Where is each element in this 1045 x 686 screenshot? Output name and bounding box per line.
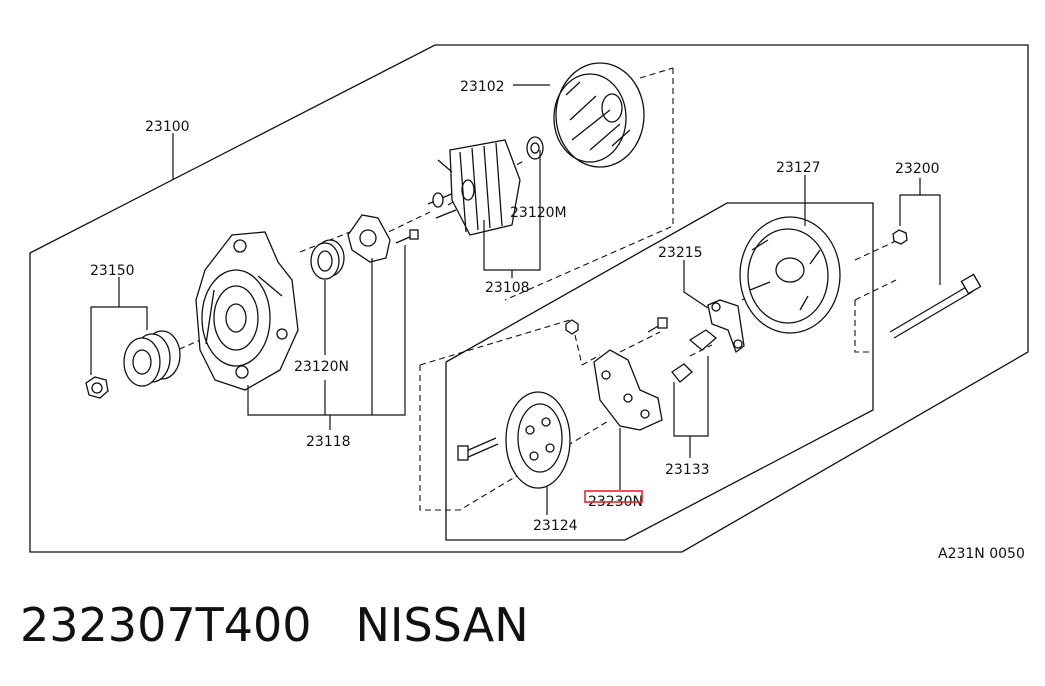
brand-name: NISSAN bbox=[355, 598, 529, 652]
retainer-screw-part bbox=[395, 229, 419, 244]
stator-part bbox=[553, 62, 645, 168]
regulator-fasteners-part bbox=[565, 317, 668, 335]
callout-23124: 23124 bbox=[533, 518, 578, 534]
part-title: 232307T400 NISSAN bbox=[20, 598, 573, 652]
front-bearing-part bbox=[310, 239, 345, 280]
rear-nut-part bbox=[892, 229, 908, 245]
callout-leader-lines bbox=[90, 84, 941, 515]
rectifier-bolt-part bbox=[457, 437, 499, 461]
callout-23100: 23100 bbox=[145, 119, 190, 135]
part-number: 232307T400 bbox=[20, 598, 312, 652]
callout-23200: 23200 bbox=[895, 161, 940, 177]
rear-bearing-part bbox=[526, 136, 544, 160]
rear-cover-part bbox=[739, 216, 841, 334]
brush-holder-part bbox=[707, 299, 745, 354]
brush-set-part bbox=[671, 329, 718, 383]
callout-23127: 23127 bbox=[776, 160, 821, 176]
callout-23150: 23150 bbox=[90, 263, 135, 279]
callout-labels: 23100 23102 23120M 23108 23150 23120N 23… bbox=[90, 79, 940, 534]
assembly-frame bbox=[29, 44, 1029, 553]
rectifier-part bbox=[505, 391, 571, 489]
callout-23108: 23108 bbox=[485, 280, 530, 296]
front-housing-part bbox=[195, 231, 299, 391]
pulley-nut-part bbox=[85, 376, 109, 399]
callout-23215: 23215 bbox=[658, 245, 703, 261]
through-bolt-part bbox=[889, 273, 982, 339]
callout-23118: 23118 bbox=[306, 434, 351, 450]
bearing-retainer-part bbox=[347, 214, 391, 263]
figure-code: A231N 0050 bbox=[938, 546, 1025, 562]
pulley-part bbox=[123, 330, 181, 387]
rotor-part bbox=[427, 139, 521, 236]
selected-part-highlight bbox=[584, 490, 643, 503]
callout-23120n: 23120N bbox=[294, 359, 349, 375]
alternator-exploded-diagram: 23100 23102 23120M 23108 23150 23120N 23… bbox=[29, 44, 1029, 562]
callout-23120m: 23120M bbox=[510, 205, 567, 221]
callout-23102: 23102 bbox=[460, 79, 505, 95]
rear-cover-group-frame bbox=[445, 202, 874, 541]
callout-23133: 23133 bbox=[665, 462, 710, 478]
regulator-part bbox=[593, 349, 663, 431]
